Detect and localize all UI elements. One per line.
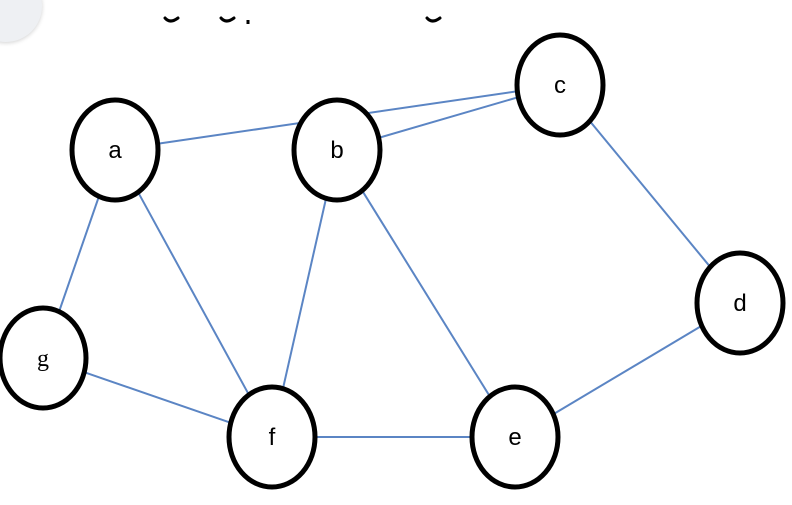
- nodes-layer: a b c d e f g: [0, 32, 786, 490]
- node-b-circle: [291, 97, 383, 203]
- node-e: e: [469, 384, 561, 490]
- node-f: f: [226, 384, 318, 490]
- edge-f-to-a: [138, 192, 250, 396]
- node-f-label: f: [269, 424, 276, 451]
- edge-d-to-e: [553, 324, 703, 414]
- node-g: g: [0, 305, 89, 411]
- node-d-circle: [694, 250, 786, 356]
- node-a: a: [69, 97, 161, 203]
- node-c-label: c: [554, 72, 566, 99]
- node-a-circle: [69, 97, 161, 203]
- node-g-label: g: [37, 346, 49, 372]
- node-g-circle: [0, 305, 89, 411]
- node-a-label: a: [108, 137, 122, 164]
- node-d: d: [694, 250, 786, 356]
- edge-e-to-b: [362, 191, 491, 397]
- edge-b-to-f: [283, 198, 328, 388]
- node-f-circle: [226, 384, 318, 490]
- cropped-heading-fragments: [163, 16, 442, 24]
- node-e-circle: [469, 384, 561, 490]
- edge-f-to-g: [84, 372, 232, 424]
- node-b-label: b: [330, 137, 343, 164]
- edge-c-to-b: [379, 96, 519, 138]
- edge-g-to-a: [58, 196, 99, 312]
- node-b: b: [291, 97, 383, 203]
- node-d-label: d: [733, 290, 746, 317]
- node-c: c: [514, 32, 606, 138]
- edge-d-to-c: [590, 121, 711, 268]
- node-c-circle: [514, 32, 606, 138]
- node-e-label: e: [508, 424, 521, 451]
